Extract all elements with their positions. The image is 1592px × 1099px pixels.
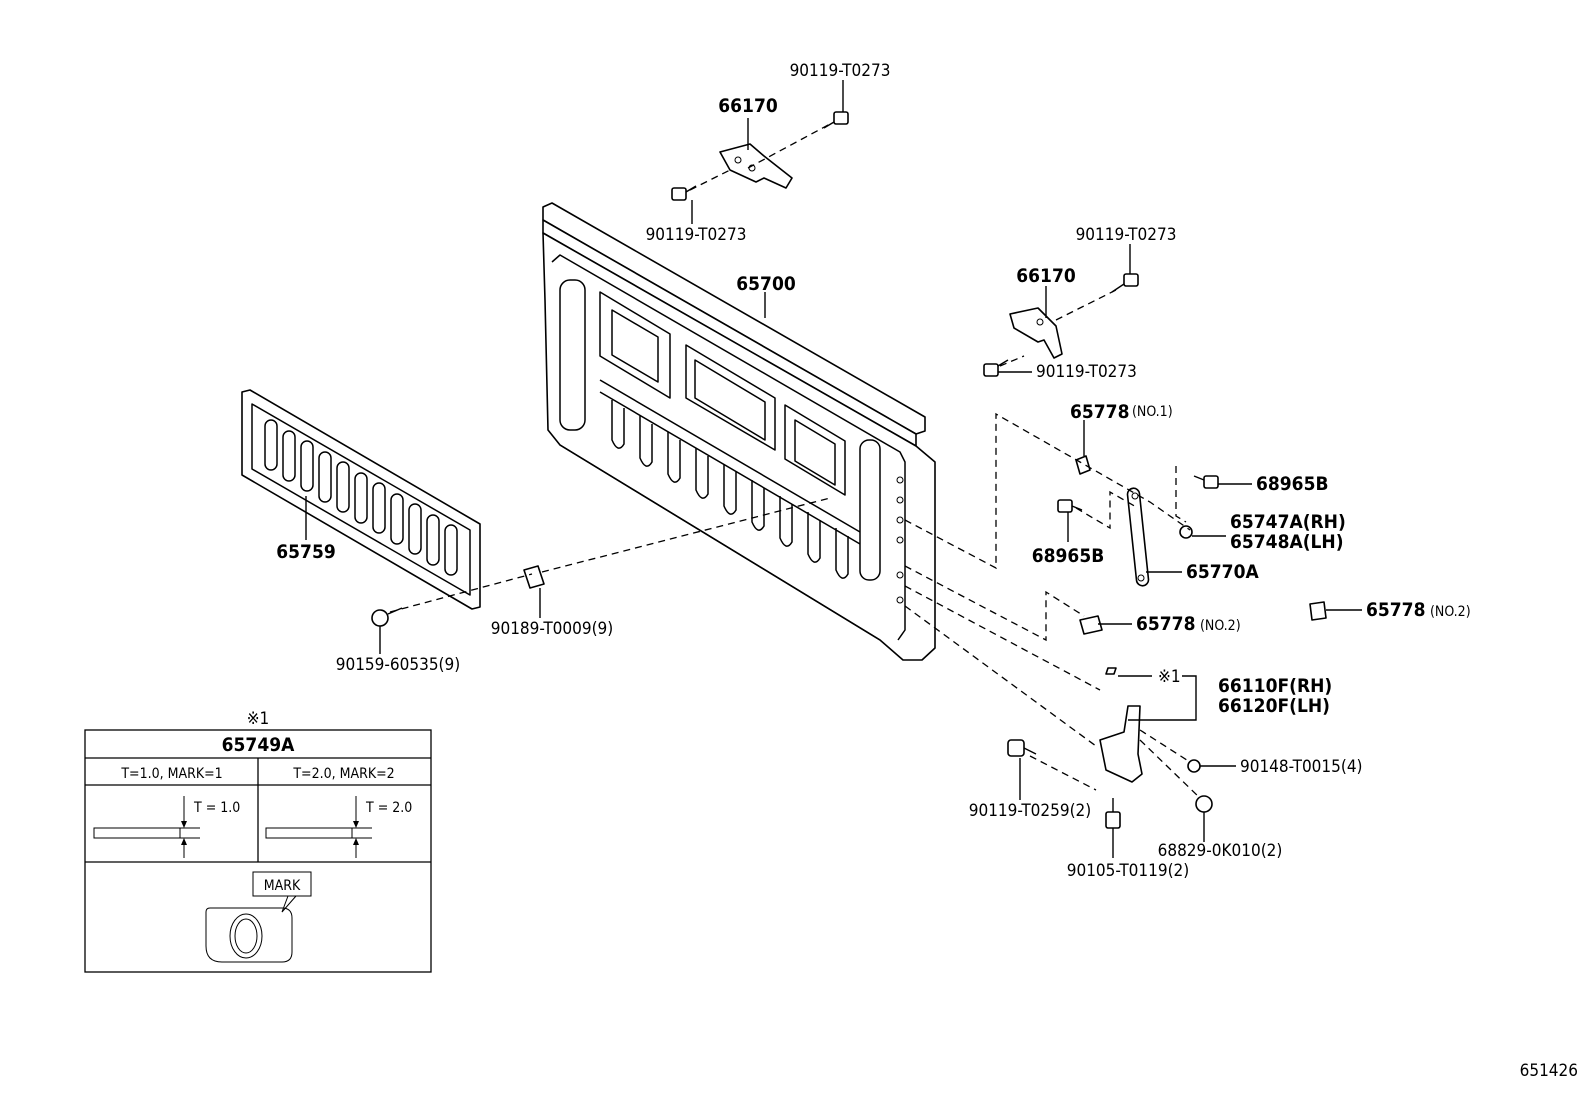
label-90119-t0273-d: 90119-T0273 [1036, 362, 1137, 382]
shim-table-note: ※1 [247, 709, 270, 729]
bolt-68965b-b[interactable] [1057, 499, 1083, 513]
label-68829-0k010: 68829-0K010(2) [1158, 841, 1283, 861]
shim-mark-illustration [205, 871, 312, 963]
bolt-90119-t0273-a[interactable] [823, 111, 849, 129]
label-65759: 65759 [276, 541, 335, 563]
label-65778-no2-b-sub: (NO.2) [1430, 604, 1471, 620]
bolt-68965b-a[interactable] [1193, 475, 1219, 489]
label-90119-t0273-c: 90119-T0273 [1076, 225, 1177, 245]
label-68965b-a: 68965B [1256, 473, 1329, 495]
label-65770a: 65770A [1186, 561, 1259, 583]
shim-t1-drawing [93, 796, 200, 858]
shim-table-mark-label: MARK [264, 878, 301, 894]
label-90189-t0009: 90189-T0009(9) [491, 619, 614, 639]
label-90159-60535: 90159-60535(9) [336, 655, 460, 675]
label-66120f: 66120F(LH) [1218, 695, 1330, 717]
link-arm-65770a[interactable] [1126, 487, 1150, 587]
washer-65747a[interactable] [1179, 525, 1193, 539]
assembly-lines [389, 123, 1201, 799]
label-66170-right: 66170 [1016, 265, 1076, 287]
bolt-90119-t0273-d[interactable] [983, 359, 1009, 377]
shim-table-col1-dim: T = 1.0 [193, 800, 240, 816]
label-66110f: 66110F(RH) [1218, 675, 1332, 697]
nut-90189-t0009[interactable] [523, 565, 545, 589]
bolt-90159-60535[interactable] [371, 607, 403, 627]
label-65700: 65700 [736, 273, 796, 295]
label-65778-no2-a: 65778 [1136, 613, 1195, 635]
label-65778-no1-sub: (NO.1) [1132, 404, 1173, 420]
label-65778-no2-b: 65778 [1366, 599, 1425, 621]
shim-table: ※1 65749A T=1.0, MARK=1 T=2.0, MARK=2 T … [84, 709, 432, 973]
bolt-90119-t0273-b[interactable] [671, 185, 697, 201]
label-65778-no1: 65778 [1070, 401, 1129, 423]
clip-65778-no1[interactable] [1075, 455, 1091, 475]
label-90148-t0015: 90148-T0015(4) [1240, 757, 1363, 777]
clip-65778-no2-a[interactable] [1079, 615, 1103, 635]
bolt-90105-t0119[interactable] [1105, 798, 1121, 829]
label-65778-no2-a-sub: (NO.2) [1200, 618, 1241, 634]
diagram-id: 651426 [1520, 1061, 1578, 1081]
label-90119-t0273-b: 90119-T0273 [646, 225, 747, 245]
leader-lines [305, 80, 1362, 858]
shim-t2-drawing [265, 796, 372, 858]
nut-68829-0k010[interactable] [1195, 795, 1213, 813]
callout-labels: 90119-T0273 66170 90119-T0273 65700 9011… [276, 61, 1470, 881]
label-68965b-b: 68965B [1032, 545, 1105, 567]
cover-panel-65759[interactable] [241, 389, 481, 610]
clip-65778-no2-b[interactable] [1309, 601, 1327, 621]
label-90119-t0273-a: 90119-T0273 [790, 61, 891, 81]
tailgate-panel-65700[interactable] [542, 202, 936, 661]
shim-table-col2-dim: T = 2.0 [365, 800, 412, 816]
label-90105-t0119: 90105-T0119(2) [1067, 861, 1190, 881]
shim-table-col1-header: T=1.0, MARK=1 [120, 766, 222, 782]
label-65748a: 65748A(LH) [1230, 531, 1344, 553]
label-90119-t0259: 90119-T0259(2) [969, 801, 1092, 821]
label-note-mark: ※1 [1158, 667, 1181, 687]
bolt-90119-t0273-c[interactable] [1111, 273, 1139, 293]
label-66170-top: 66170 [718, 95, 778, 117]
hinge-bracket-66170-right[interactable] [1009, 307, 1063, 359]
shim-table-col2-header: T=2.0, MARK=2 [292, 766, 394, 782]
bolt-90148-t0015[interactable] [1187, 759, 1201, 773]
hinge-66110f[interactable] [1099, 667, 1143, 783]
bolt-90119-t0259[interactable] [1007, 739, 1037, 757]
label-65747a: 65747A(RH) [1230, 511, 1346, 533]
shim-table-part-no: 65749A [222, 734, 295, 756]
